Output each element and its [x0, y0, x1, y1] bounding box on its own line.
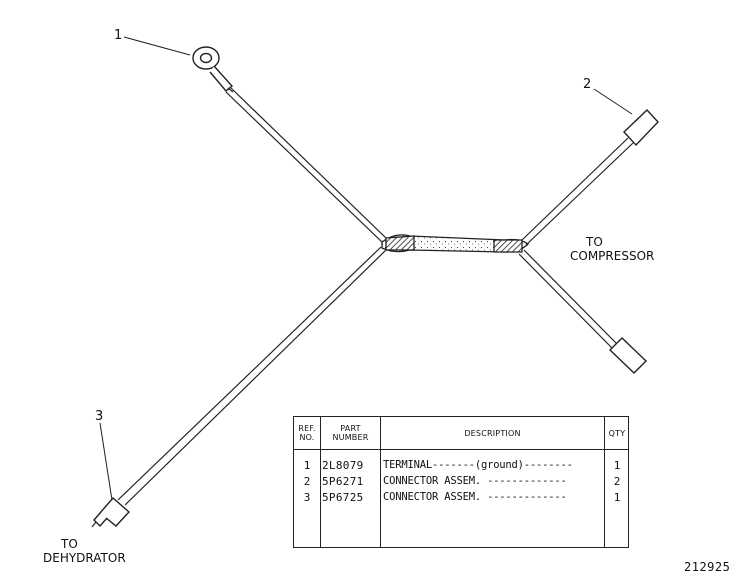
table-row: 1 2L8079 TERMINAL-------(ground)--------… — [294, 458, 628, 473]
row-qty: 1 — [613, 459, 621, 472]
parts-table-divider — [380, 417, 381, 547]
callout-number-3: 3 — [95, 409, 104, 424]
row-ref: 3 — [303, 491, 311, 504]
wire-to-dehydrator — [117, 246, 387, 506]
callout-leaders — [99, 36, 633, 501]
header-ref-line2: NO. — [299, 433, 315, 442]
row-ref: 2 — [303, 475, 311, 488]
header-ref-line1: REF. — [298, 424, 316, 433]
row-qty: 2 — [613, 475, 621, 488]
wire-to-compressor-lower — [518, 249, 617, 349]
label-to-compressor: TO COMPRESSOR — [570, 235, 654, 263]
header-ref-no: REF. NO. — [294, 417, 320, 449]
row-qty: 1 — [613, 491, 621, 504]
header-part-line2: NUMBER — [332, 433, 369, 442]
header-part-line1: PART — [340, 424, 361, 433]
row-part-number: 5P6271 — [322, 475, 364, 488]
table-row: 2 5P6271 CONNECTOR ASSEM. ------------- … — [294, 474, 628, 489]
wire-to-terminal — [225, 87, 389, 245]
leader-3 — [99, 422, 113, 501]
label-to-compressor-line2: COMPRESSOR — [570, 249, 655, 263]
parts-table-divider — [604, 417, 605, 547]
label-to-dehydrator-line1: TO — [61, 537, 78, 551]
label-to-dehydrator-line2: DEHYDRATOR — [43, 551, 126, 565]
header-part-number: PART NUMBER — [321, 417, 380, 449]
ring-terminal-icon — [192, 46, 234, 93]
harness-sleeve — [381, 234, 529, 253]
parts-table-divider — [320, 417, 321, 547]
row-description: CONNECTOR ASSEM. ------------- — [383, 475, 567, 487]
header-description: DESCRIPTION — [381, 417, 604, 449]
label-to-dehydrator: TO DEHYDRATOR — [43, 537, 126, 565]
compressor-connector-upper-icon — [623, 108, 659, 147]
callout-number-1: 1 — [114, 28, 123, 43]
header-description-text: DESCRIPTION — [464, 428, 521, 438]
figure-number: 212925 — [684, 560, 731, 574]
dehydrator-connector-icon — [91, 497, 131, 528]
header-qty: QTY — [605, 417, 629, 449]
wire-to-compressor-upper — [521, 137, 634, 246]
parts-table-header-divider — [294, 449, 628, 450]
row-part-number: 2L8079 — [322, 459, 364, 472]
callout-number-2: 2 — [583, 77, 592, 92]
label-to-compressor-line1: TO — [586, 235, 603, 249]
row-part-number: 5P6725 — [322, 491, 364, 504]
parts-table: REF. NO. PART NUMBER DESCRIPTION QTY 1 2… — [293, 416, 629, 548]
row-description: CONNECTOR ASSEM. ------------- — [383, 491, 567, 503]
header-qty-text: QTY — [608, 428, 626, 438]
leader-1 — [123, 36, 191, 56]
leader-2 — [593, 88, 633, 115]
table-row: 3 5P6725 CONNECTOR ASSEM. ------------- … — [294, 490, 628, 505]
compressor-connector-lower-icon — [608, 337, 648, 374]
row-description: TERMINAL-------(ground)-------- — [383, 459, 573, 471]
row-ref: 1 — [303, 459, 311, 472]
